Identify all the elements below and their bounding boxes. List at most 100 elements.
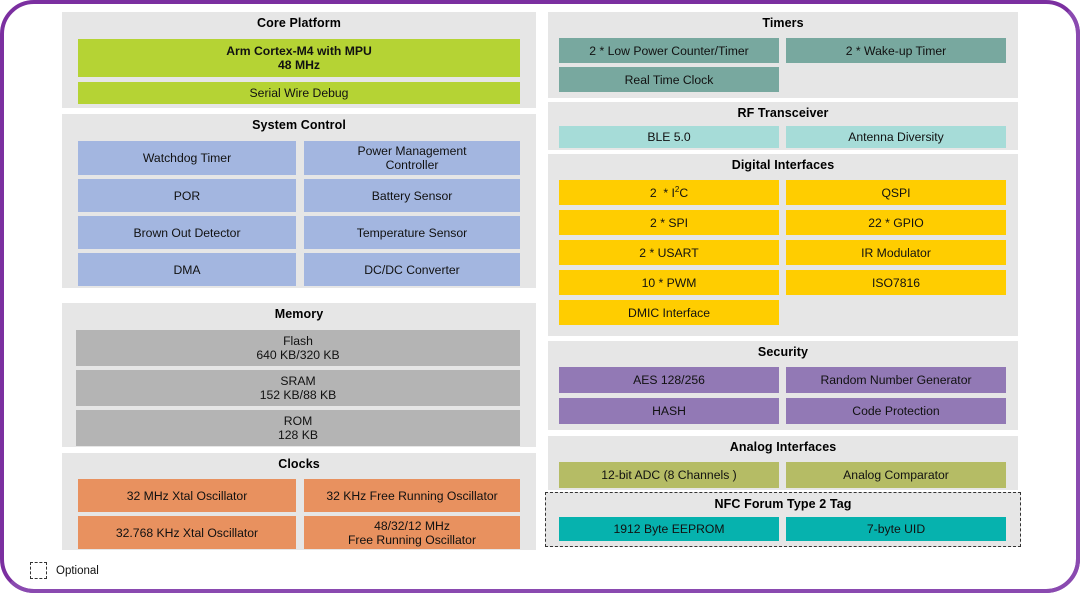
block-serial-wire-debug[interactable]: Serial Wire Debug <box>78 82 520 104</box>
block-label: Analog Comparator <box>843 468 949 482</box>
group-title-nfc-forum-type-2-tag: NFC Forum Type 2 Tag <box>714 497 852 511</box>
block-label: QSPI <box>881 185 911 200</box>
block-32khz-free-running-oscillator[interactable]: 32 KHz Free Running Oscillator <box>304 479 520 512</box>
block-label: Arm Cortex-M4 with MPU <box>226 44 372 58</box>
block-aes-128-256[interactable]: AES 128/256 <box>559 367 779 393</box>
block-usart[interactable]: 2 * USART <box>559 240 779 265</box>
block-qspi[interactable]: QSPI <box>786 180 1006 205</box>
block-label: 48/32/12 MHz <box>374 518 450 533</box>
block-ble-5-0[interactable]: BLE 5.0 <box>559 126 779 148</box>
block-temperature-sensor[interactable]: Temperature Sensor <box>304 216 520 249</box>
block-32768khz-xtal-oscillator[interactable]: 32.768 KHz Xtal Oscillator <box>78 516 296 549</box>
block-label: SRAM <box>280 374 316 388</box>
block-7-byte-uid[interactable]: 7-byte UID <box>786 517 1006 541</box>
block-rom[interactable]: ROM 128 KB <box>76 410 520 446</box>
block-label: Serial Wire Debug <box>249 86 349 100</box>
group-system-control: System Control Watchdog Timer Power Mana… <box>62 114 536 288</box>
group-title-core-platform: Core Platform <box>257 16 341 30</box>
block-arm-cortex-m4[interactable]: Arm Cortex-M4 with MPU 48 MHz <box>78 39 520 77</box>
block-sublabel: 152 KB/88 KB <box>259 388 337 402</box>
block-sublabel: Controller <box>385 158 439 172</box>
block-label: 2 * USART <box>639 245 699 260</box>
block-label: Code Protection <box>852 404 940 418</box>
block-12-bit-adc[interactable]: 12-bit ADC (8 Channels ) <box>559 462 779 488</box>
block-flash[interactable]: Flash 640 KB/320 KB <box>76 330 520 366</box>
block-ir-modulator[interactable]: IR Modulator <box>786 240 1006 265</box>
block-label: 2 * Low Power Counter/Timer <box>589 43 749 58</box>
block-label: 1912 Byte EEPROM <box>613 522 725 536</box>
block-label: DC/DC Converter <box>364 262 460 277</box>
block-label: 12-bit ADC (8 Channels ) <box>601 468 737 482</box>
block-label: 32 KHz Free Running Oscillator <box>326 488 498 503</box>
group-title-memory: Memory <box>274 307 324 321</box>
block-label: 7-byte UID <box>866 522 926 536</box>
block-random-number-generator[interactable]: Random Number Generator <box>786 367 1006 393</box>
block-power-management-controller[interactable]: Power Management Controller <box>304 141 520 175</box>
group-title-system-control: System Control <box>252 118 346 132</box>
block-watchdog-timer[interactable]: Watchdog Timer <box>78 141 296 175</box>
block-label: 2 * SPI <box>650 215 688 230</box>
block-label: 22 * GPIO <box>868 215 924 230</box>
block-code-protection[interactable]: Code Protection <box>786 398 1006 424</box>
block-label: Battery Sensor <box>371 188 453 203</box>
block-label: 2 * Wake-up Timer <box>845 43 947 58</box>
block-label: DMIC Interface <box>628 305 710 320</box>
group-security: Security AES 128/256 Random Number Gener… <box>548 341 1018 430</box>
block-label: HASH <box>652 404 686 418</box>
block-sublabel: 48 MHz <box>278 58 320 72</box>
block-label: AES 128/256 <box>633 373 705 387</box>
legend-optional: Optional <box>30 562 99 579</box>
block-wake-up-timer[interactable]: 2 * Wake-up Timer <box>786 38 1006 63</box>
group-core-platform: Core Platform Arm Cortex-M4 with MPU 48 … <box>62 12 536 108</box>
block-label: ROM <box>283 414 313 428</box>
block-label: Random Number Generator <box>820 373 972 387</box>
block-sublabel: 128 KB <box>278 428 318 442</box>
group-nfc-forum-type-2-tag: NFC Forum Type 2 Tag 1912 Byte EEPROM 7-… <box>545 492 1021 547</box>
block-label: 32 MHz Xtal Oscillator <box>126 488 248 503</box>
group-analog-interfaces: Analog Interfaces 12-bit ADC (8 Channels… <box>548 436 1018 490</box>
block-label: 32.768 KHz Xtal Oscillator <box>115 525 259 540</box>
block-hash[interactable]: HASH <box>559 398 779 424</box>
legend-label: Optional <box>56 564 99 577</box>
group-title-security: Security <box>757 345 809 359</box>
group-title-digital-interfaces: Digital Interfaces <box>731 158 835 172</box>
group-memory: Memory Flash 640 KB/320 KB SRAM 152 KB/8… <box>62 303 536 447</box>
group-rf-transceiver: RF Transceiver BLE 5.0 Antenna Diversity <box>548 102 1018 150</box>
block-dma[interactable]: DMA <box>78 253 296 286</box>
block-label: POR <box>173 188 201 203</box>
block-low-power-counter-timer[interactable]: 2 * Low Power Counter/Timer <box>559 38 779 63</box>
block-label: ISO7816 <box>871 275 921 290</box>
block-real-time-clock[interactable]: Real Time Clock <box>559 67 779 92</box>
block-sublabel: Free Running Oscillator <box>347 532 477 547</box>
block-32mhz-xtal-oscillator[interactable]: 32 MHz Xtal Oscillator <box>78 479 296 512</box>
block-label: 2 * I2C <box>649 184 689 200</box>
block-dmic-interface[interactable]: DMIC Interface <box>559 300 779 325</box>
block-spi[interactable]: 2 * SPI <box>559 210 779 235</box>
block-por[interactable]: POR <box>78 179 296 212</box>
block-i2c[interactable]: 2 * I2C <box>559 180 779 205</box>
block-brown-out-detector[interactable]: Brown Out Detector <box>78 216 296 249</box>
block-label: DMA <box>173 262 201 277</box>
block-label: Brown Out Detector <box>133 225 241 240</box>
block-pwm[interactable]: 10 * PWM <box>559 270 779 295</box>
block-antenna-diversity[interactable]: Antenna Diversity <box>786 126 1006 148</box>
block-analog-comparator[interactable]: Analog Comparator <box>786 462 1006 488</box>
group-timers: Timers 2 * Low Power Counter/Timer 2 * W… <box>548 12 1018 98</box>
block-dc-dc-converter[interactable]: DC/DC Converter <box>304 253 520 286</box>
block-sram[interactable]: SRAM 152 KB/88 KB <box>76 370 520 406</box>
block-label: Temperature Sensor <box>356 225 468 240</box>
block-label: Real Time Clock <box>624 72 714 87</box>
block-label: Watchdog Timer <box>142 151 232 165</box>
block-label: IR Modulator <box>861 245 931 260</box>
block-label: Power Management <box>357 144 467 158</box>
block-label: 10 * PWM <box>641 275 697 290</box>
group-title-timers: Timers <box>762 16 804 30</box>
block-48-32-12mhz-free-running-oscillator[interactable]: 48/32/12 MHz Free Running Oscillator <box>304 516 520 549</box>
block-battery-sensor[interactable]: Battery Sensor <box>304 179 520 212</box>
block-label: Flash <box>283 334 313 348</box>
group-digital-interfaces: Digital Interfaces 2 * I2C QSPI 2 * SPI … <box>548 154 1018 336</box>
block-1912-byte-eeprom[interactable]: 1912 Byte EEPROM <box>559 517 779 541</box>
block-gpio[interactable]: 22 * GPIO <box>786 210 1006 235</box>
block-iso7816[interactable]: ISO7816 <box>786 270 1006 295</box>
